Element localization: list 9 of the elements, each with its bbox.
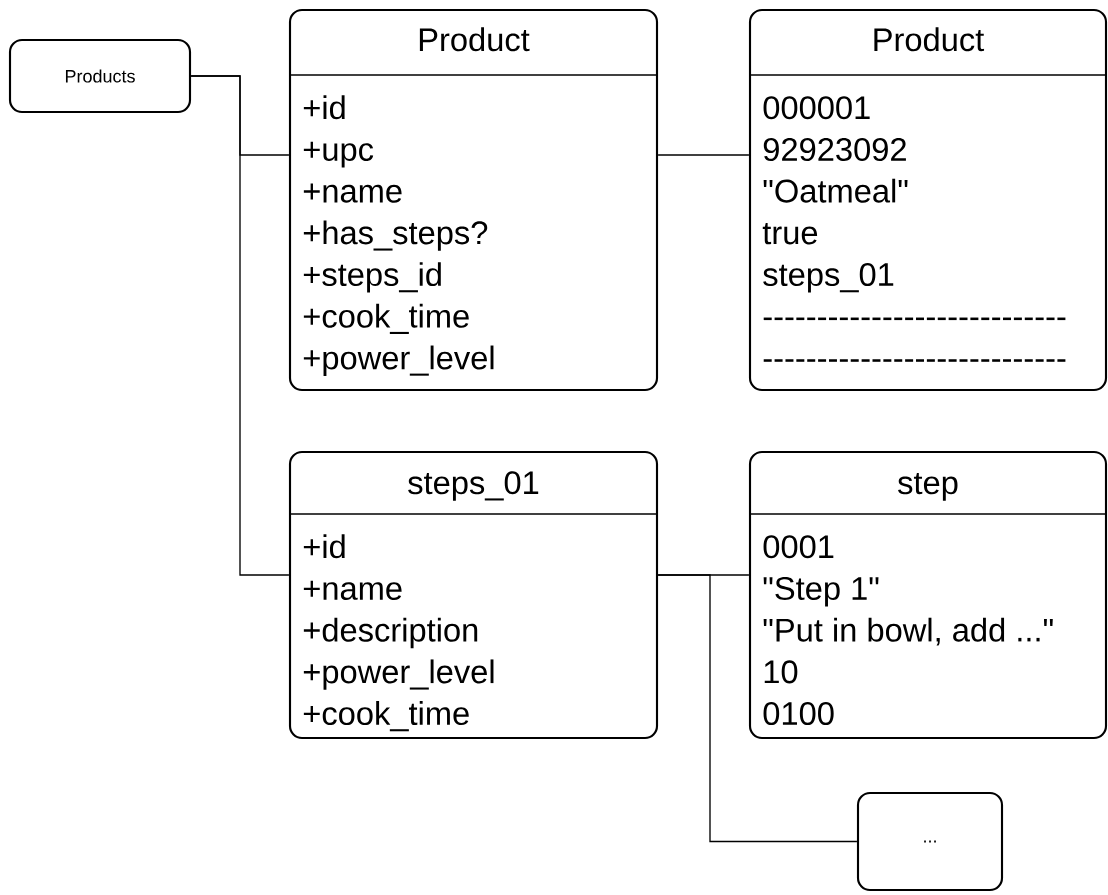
class-box: Product +id +upc +name +has_steps? +steps_id +cook_time +power_level bbox=[288, 8, 659, 392]
connector-line bbox=[657, 574, 858, 843]
connector-line bbox=[657, 154, 750, 156]
connector-line bbox=[190, 75, 290, 576]
entity-box: Products bbox=[8, 38, 192, 114]
class-box: steps_01 +id +name +description +power_level +cook_time bbox=[288, 450, 659, 740]
entity-box: ... bbox=[856, 791, 1004, 892]
class-box: Product 000001 92923092 "Oatmeal" true steps_01 ---------------------------- ---------------------------- bbox=[748, 8, 1108, 392]
class-box: step 0001 "Step 1" "Put in bowl, add ..." 10 0100 bbox=[748, 450, 1108, 740]
